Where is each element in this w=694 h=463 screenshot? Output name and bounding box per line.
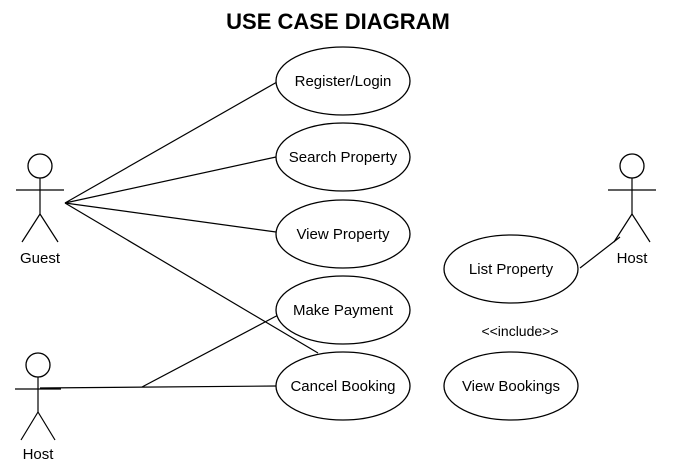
actor-label-host-right: Host — [617, 250, 649, 267]
assoc-guest-cancel — [64, 202, 319, 354]
assoc-guest-view — [64, 202, 277, 233]
use-case-cancel-booking: Cancel Booking — [275, 351, 411, 421]
associations — [39, 81, 621, 389]
use-case-make-payment: Make Payment — [275, 275, 411, 345]
use-case-label: List Property — [469, 261, 554, 278]
stick-figure-icon — [16, 153, 64, 243]
assoc-host-payment — [141, 312, 283, 388]
use-case-label: View Property — [296, 226, 390, 243]
include-stereotype: <<include>> — [481, 323, 558, 339]
diagram-title: USE CASE DIAGRAM — [226, 9, 450, 34]
use-case-label: Cancel Booking — [290, 378, 395, 395]
assoc-guest-register — [64, 81, 278, 204]
assoc-guest-search — [64, 156, 277, 204]
use-case-label: Make Payment — [293, 302, 394, 319]
actor-host-left: Host — [15, 352, 61, 463]
use-case-view-property: View Property — [275, 199, 411, 269]
assoc-host-cancel — [39, 385, 278, 389]
use-case-label: Search Property — [289, 149, 398, 166]
actor-label-host-left: Host — [23, 446, 55, 463]
stick-figure-icon — [608, 153, 656, 243]
use-case-list-property: List Property — [443, 234, 579, 304]
use-case-label: View Bookings — [462, 378, 560, 395]
actor-guest: Guest — [16, 153, 64, 267]
assoc-host-list — [579, 236, 621, 269]
use-case-search-property: Search Property — [275, 122, 411, 192]
stick-figure-icon — [15, 352, 61, 441]
use-case-register-login: Register/Login — [275, 46, 411, 116]
actor-label-guest: Guest — [20, 250, 61, 267]
use-case-label: Register/Login — [295, 73, 392, 90]
actor-host-right: Host — [608, 153, 656, 267]
use-case-view-bookings: View Bookings — [443, 351, 579, 421]
